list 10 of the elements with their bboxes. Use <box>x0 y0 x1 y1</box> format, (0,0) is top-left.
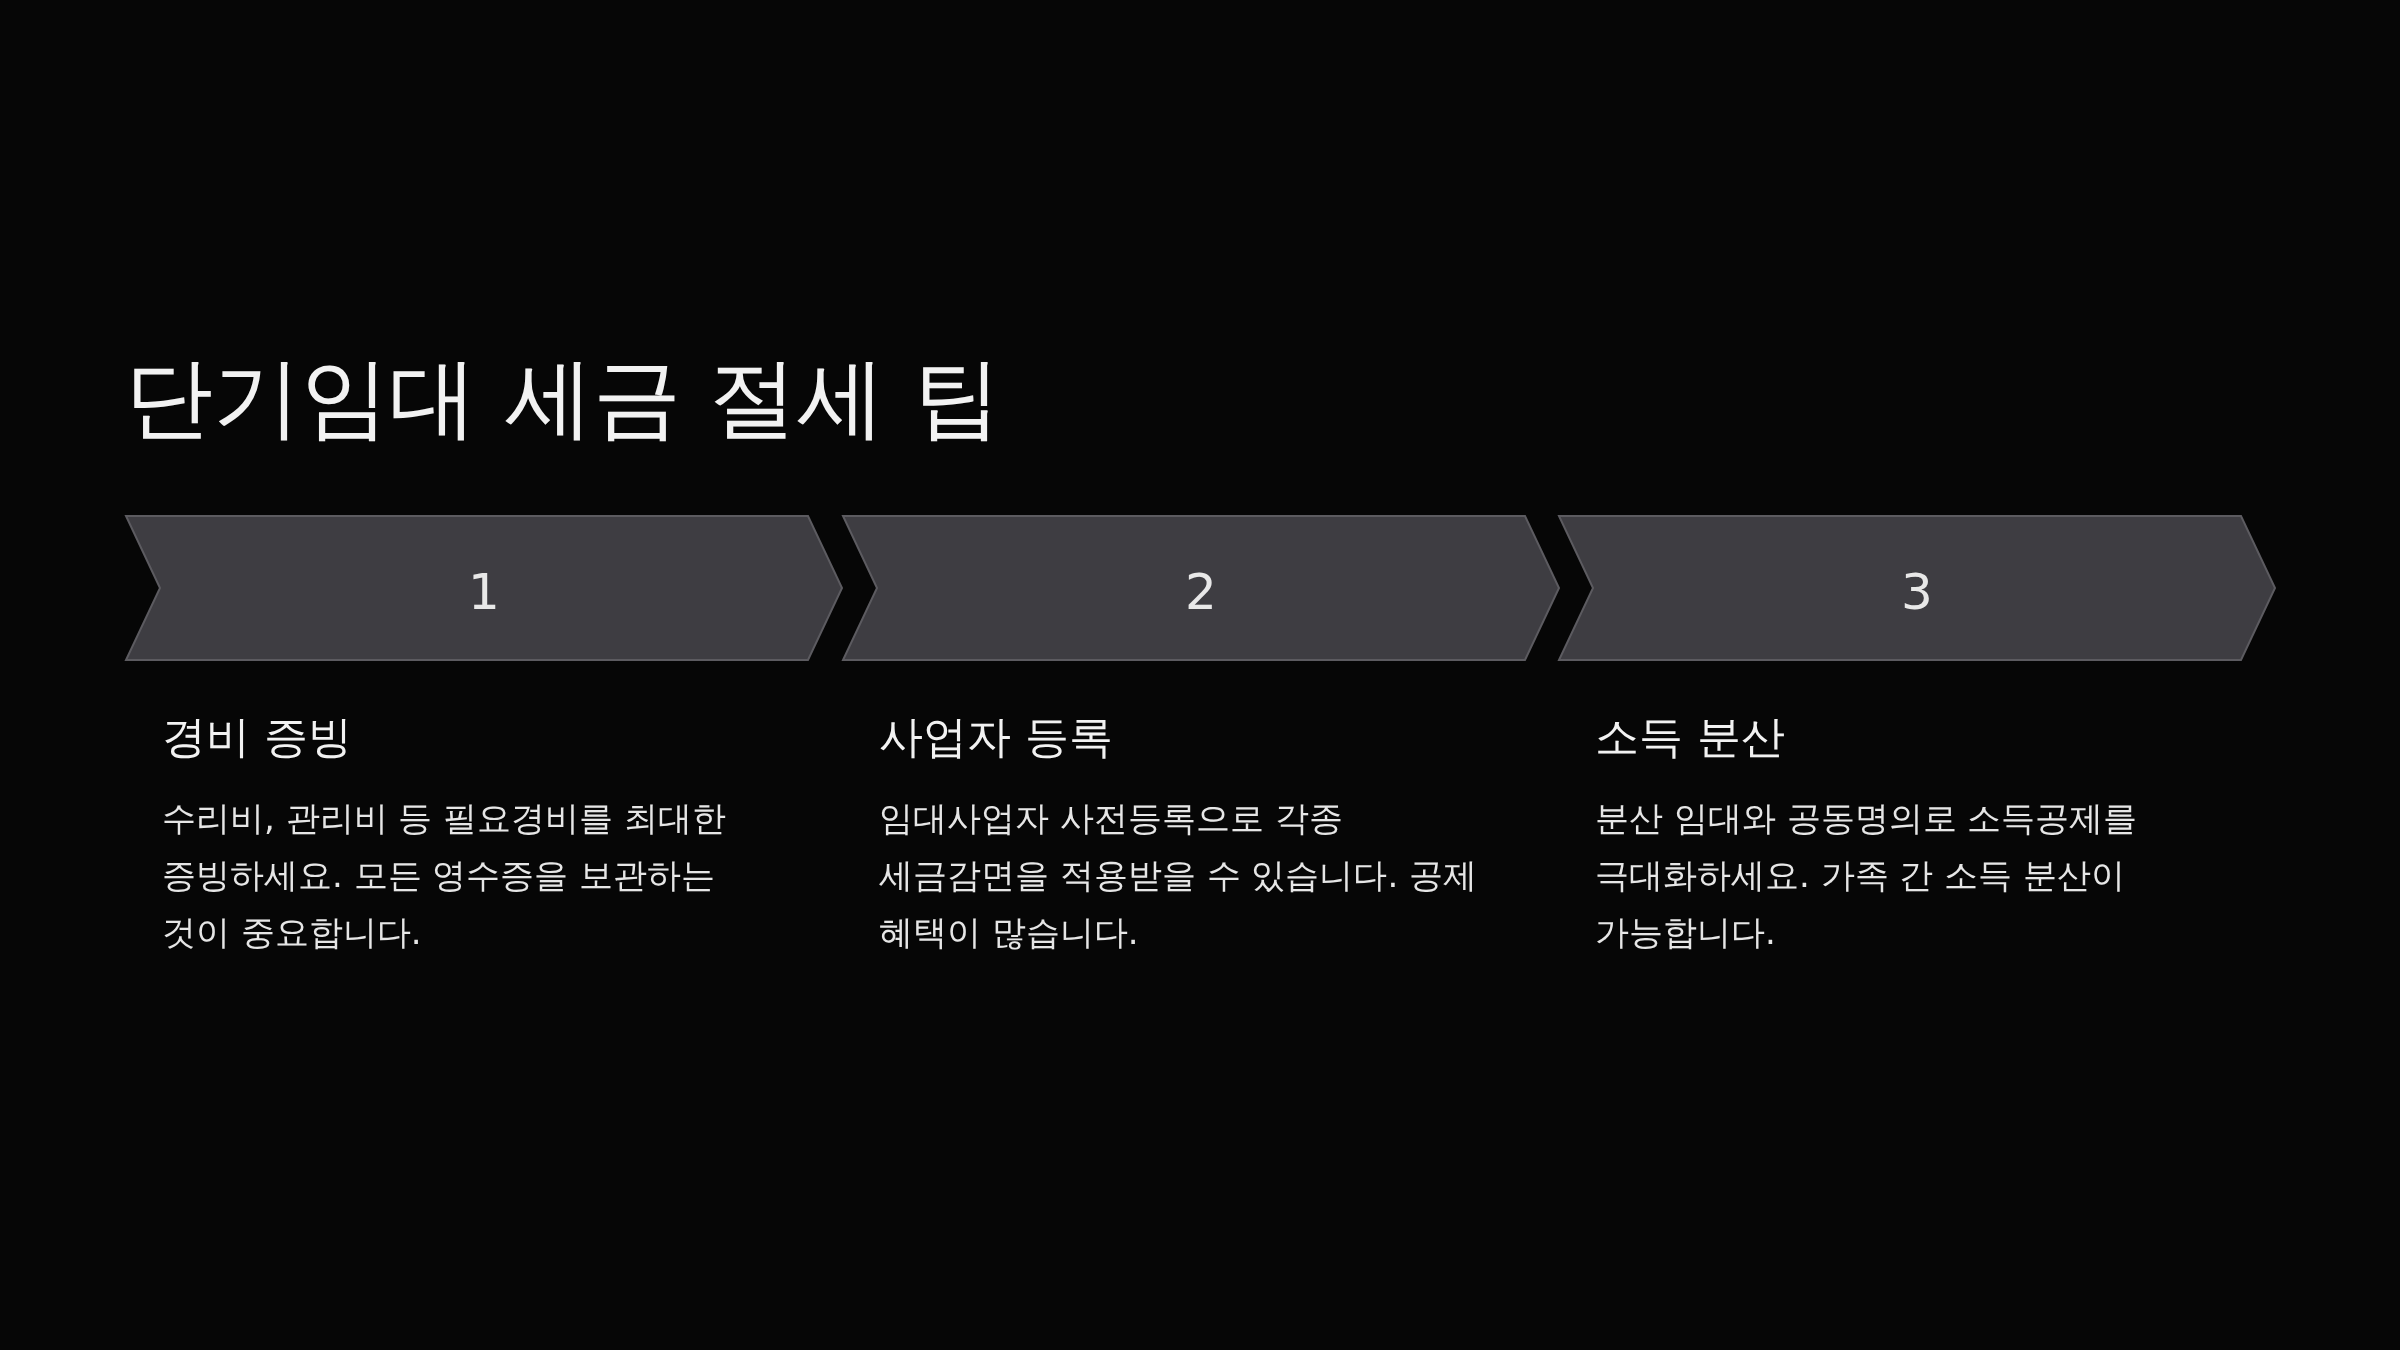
step-description: 수리비, 관리비 등 필요경비를 최대한 증빙하세요. 모든 영수증을 보관하는 것이 중요합니다. <box>162 797 728 954</box>
step-description: 분산 임대와 공동명의로 소득공제를 극대화하세요. 가족 간 소득 분산이 가능합니다. <box>1595 797 2139 954</box>
step-number: 1 <box>468 561 500 622</box>
slide-title: 단기임대 세금 절세 팁 <box>125 345 1001 451</box>
step-description: 임대사업자 사전등록으로 각종 세금감면을 적용받을 수 있습니다. 공제 혜택이 많습니다. <box>879 797 1479 954</box>
step-heading: 소득 분산 <box>1595 711 1785 764</box>
step-heading: 사업자 등록 <box>879 711 1113 764</box>
step-number: 3 <box>1901 561 1933 622</box>
step-number: 2 <box>1185 561 1217 622</box>
step-heading: 경비 증빙 <box>162 711 352 764</box>
